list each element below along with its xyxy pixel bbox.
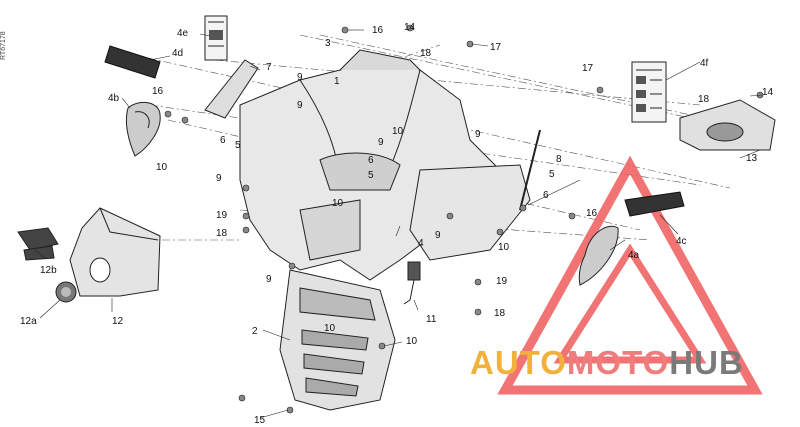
watermark-part2: MOTO — [566, 344, 670, 381]
part-4a-side-piece — [578, 225, 619, 286]
fasteners — [164, 24, 764, 414]
callout-10c: 10 — [156, 162, 168, 173]
callout-14a: 14 — [404, 22, 416, 33]
part-8-right-fender — [409, 164, 531, 261]
callout-10e: 10 — [324, 323, 336, 334]
part-4c-decal — [624, 191, 685, 217]
part-8-rod — [519, 129, 541, 211]
callout-10b: 10 — [332, 198, 344, 209]
part-11-switch — [403, 261, 421, 305]
callout-6b: 6 — [368, 155, 374, 166]
callout-3: 3 — [325, 38, 331, 49]
callout-9a: 9 — [297, 72, 303, 83]
part-12a-cap — [55, 281, 77, 303]
callout-12a: 12a — [20, 316, 37, 327]
callout-5c: 5 — [549, 169, 555, 180]
callout-9f: 9 — [435, 230, 441, 241]
callout-5b: 5 — [368, 170, 374, 181]
part-12b-decal — [17, 227, 59, 261]
callout-7: 7 — [266, 62, 272, 73]
callout-16c: 16 — [586, 208, 598, 219]
watermark-triangle — [497, 155, 763, 395]
callout-13: 13 — [746, 153, 758, 164]
watermark-part3: HUB — [669, 344, 744, 381]
callout-14b: 14 — [762, 87, 774, 98]
callout-4: 4 — [418, 238, 424, 249]
callout-2: 2 — [252, 326, 258, 337]
callout-4c: 4c — [676, 236, 687, 247]
callout-18b: 18 — [698, 94, 710, 105]
part-12-front-panel — [69, 207, 161, 297]
watermark-part1: AUTO — [470, 344, 567, 381]
callout-19b: 19 — [496, 276, 508, 287]
callout-12: 12 — [112, 316, 124, 327]
callout-4a: 4a — [628, 250, 640, 261]
callout-10a: 10 — [392, 126, 404, 137]
part-2-front-fascia — [279, 269, 396, 411]
callout-10f: 10 — [406, 336, 418, 347]
leader-lines — [34, 29, 763, 419]
callout-6c: 6 — [543, 190, 549, 201]
watermark-text: AUTOMOTOHUB — [470, 344, 744, 382]
callout-9d: 9 — [378, 137, 384, 148]
callout-15: 15 — [254, 415, 266, 426]
callout-17b: 17 — [582, 63, 594, 74]
part-4e-label — [204, 15, 228, 61]
callout-9e: 9 — [475, 129, 481, 140]
callout-12b: 12b — [40, 265, 57, 276]
callout-19a: 19 — [216, 210, 228, 221]
callout-9c: 9 — [216, 173, 222, 184]
callout-17a: 17 — [490, 42, 502, 53]
callout-8: 8 — [556, 154, 562, 165]
part-13-rear-panel — [679, 99, 776, 151]
callout-9g: 9 — [266, 274, 272, 285]
callout-6a: 6 — [220, 135, 226, 146]
callout-9b: 9 — [297, 100, 303, 111]
part-7-panel — [204, 59, 259, 119]
callout-11: 11 — [426, 314, 437, 325]
callout-4b: 4b — [108, 93, 120, 104]
part-4f-label — [631, 61, 667, 123]
callout-labels: 1 2 3 4 4a 4b 4c 4d 4e 4f 5 5 5 6 6 6 7 … — [20, 22, 774, 426]
part-4d-decal — [104, 45, 161, 79]
callout-1: 1 — [334, 76, 340, 87]
callout-16b: 16 — [152, 86, 164, 97]
callout-4f: 4f — [700, 58, 709, 69]
callout-4e: 4e — [177, 28, 189, 39]
part-4b-side-piece — [125, 101, 161, 157]
callout-18d: 18 — [494, 308, 506, 319]
callout-10d: 10 — [498, 242, 510, 253]
callout-16a: 16 — [372, 25, 384, 36]
callout-18a: 18 — [420, 48, 432, 59]
callout-5a: 5 — [235, 140, 241, 151]
callout-4d: 4d — [172, 48, 183, 59]
callout-18c: 18 — [216, 228, 228, 239]
